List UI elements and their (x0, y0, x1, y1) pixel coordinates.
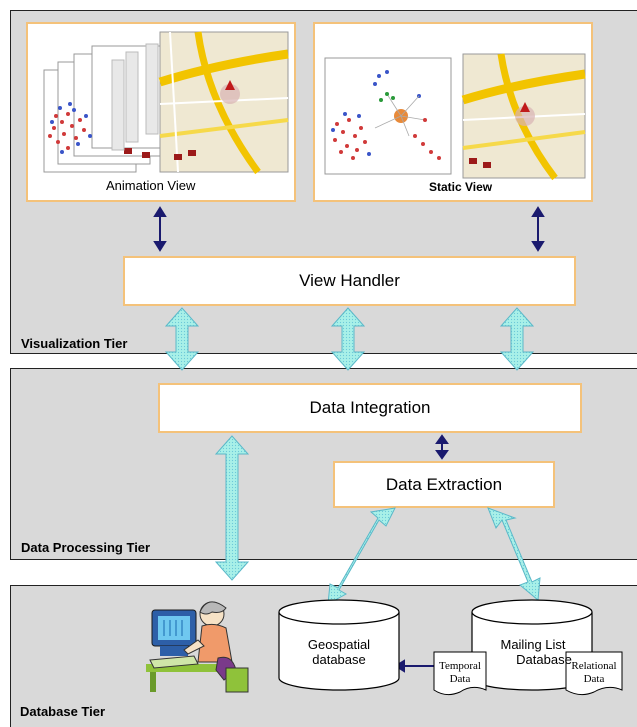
visualization-tier-label: Visualization Tier (21, 336, 128, 351)
geospatial-line1: Geospatial (307, 637, 371, 652)
geospatial-line2: database (312, 651, 366, 667)
temporal-data-label: Temporal Data (434, 660, 486, 686)
static-view-thumbnails (324, 53, 586, 181)
static-view-caption: Static View (429, 180, 493, 194)
relational-line2: Data (583, 673, 605, 686)
database-tier-label: Database Tier (20, 704, 106, 719)
static-view-panel: Static View (313, 22, 593, 202)
temporal-data-document (433, 651, 487, 696)
geospatial-database-label: Geospatial database (292, 637, 386, 668)
relational-data-label: Relational Data (566, 660, 622, 686)
mailing-line1: Mailing List (500, 637, 566, 652)
mailing-line2: Database (516, 651, 572, 667)
data-extraction-label: Data Extraction (385, 474, 503, 494)
data-extraction-box: Data Extraction (333, 461, 555, 508)
data-integration-box: Data Integration (158, 383, 582, 433)
data-processing-tier-label: Data Processing Tier (21, 540, 151, 555)
geospatial-database-cylinder (278, 599, 400, 691)
animation-view-panel: Animation View (26, 22, 296, 202)
data-integration-label: Data Integration (309, 398, 431, 417)
temporal-line2: Data (449, 673, 471, 686)
mailing-list-database-label: Mailing List Database (480, 637, 586, 668)
view-handler-label: View Handler (299, 271, 400, 290)
relational-data-document (565, 651, 623, 696)
thick-arrows (164, 307, 541, 605)
user-at-computer-icon (146, 601, 249, 693)
thin-arrows (153, 206, 545, 673)
view-handler-box: View Handler (123, 256, 576, 306)
temporal-line1: Temporal (439, 660, 481, 672)
animation-view-thumbnails (43, 31, 289, 175)
animation-view-caption: Animation View (106, 178, 196, 193)
relational-line1: Relational (571, 660, 617, 672)
